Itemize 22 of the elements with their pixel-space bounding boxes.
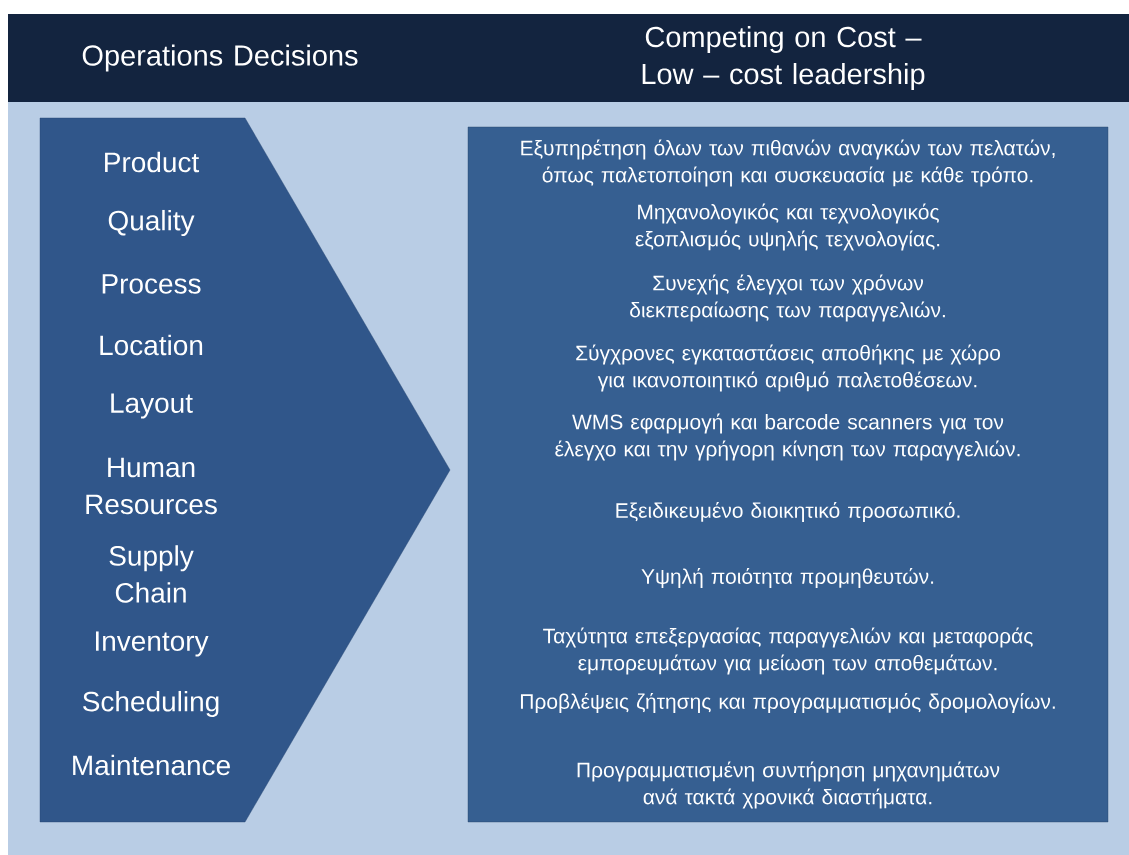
description-text: Συνεχής έλεγχοι των χρόνων διεκπεραίωσης των παραγγελιών. — [630, 274, 945, 322]
description-text: Εξειδικευμένο διοικητικό προσωπικό. — [616, 501, 960, 523]
description-text: WMS εφαρμογή και barcode scanners για τον έλεγχο και την γρήγορη κίνηση των παραγγελιών. — [555, 413, 1020, 461]
decision-label: Layout — [111, 393, 193, 419]
description-text: Υψηλή ποιότητα προμηθευτών. — [641, 567, 934, 589]
description-text: Προβλέψεις ζήτησης και προγραμματισμός δρομολογίων. — [520, 692, 1055, 714]
decision-label: Supply Chain — [109, 545, 194, 603]
header-text: Operations Decisions — [82, 44, 358, 72]
description-text: Εξυπηρέτηση όλων των πιθανών αναγκών των πελατών, όπως παλετοποίηση και συσκευασία με κάθε τρόπο. — [521, 139, 1055, 187]
description-text: Σύγχρονες εγκαταστάσεις αποθήκης με χώρο για ικανοποιητικό αριθμό παλετοθέσεων. — [576, 344, 1000, 392]
decision-label: Inventory — [96, 631, 209, 657]
header-text: Competing on Cost – Low – cost leadership — [642, 26, 925, 90]
description-text: Μηχανολογικός και τεχνολογικός εξοπλισμός υψηλής τεχνολογίας. — [635, 203, 940, 251]
decision-label: Human Resources — [86, 457, 217, 515]
description-text: Προγραμματισμένη συντήρηση μηχανημάτων ανά τακτά χρονικά διαστήματα. — [577, 761, 1000, 809]
decision-label: Location — [100, 334, 203, 356]
decision-label: Process — [102, 274, 201, 294]
decision-label: Maintenance — [73, 754, 230, 776]
decision-label: Product — [105, 151, 200, 173]
description-text: Ταχύτητα επεξεργασίας παραγγελιών και μεταφοράς εμπορευμάτων για μείωση των αποθεμάτων. — [543, 627, 1033, 675]
decision-label: Quality — [108, 209, 195, 237]
decision-label: Scheduling — [83, 690, 219, 718]
